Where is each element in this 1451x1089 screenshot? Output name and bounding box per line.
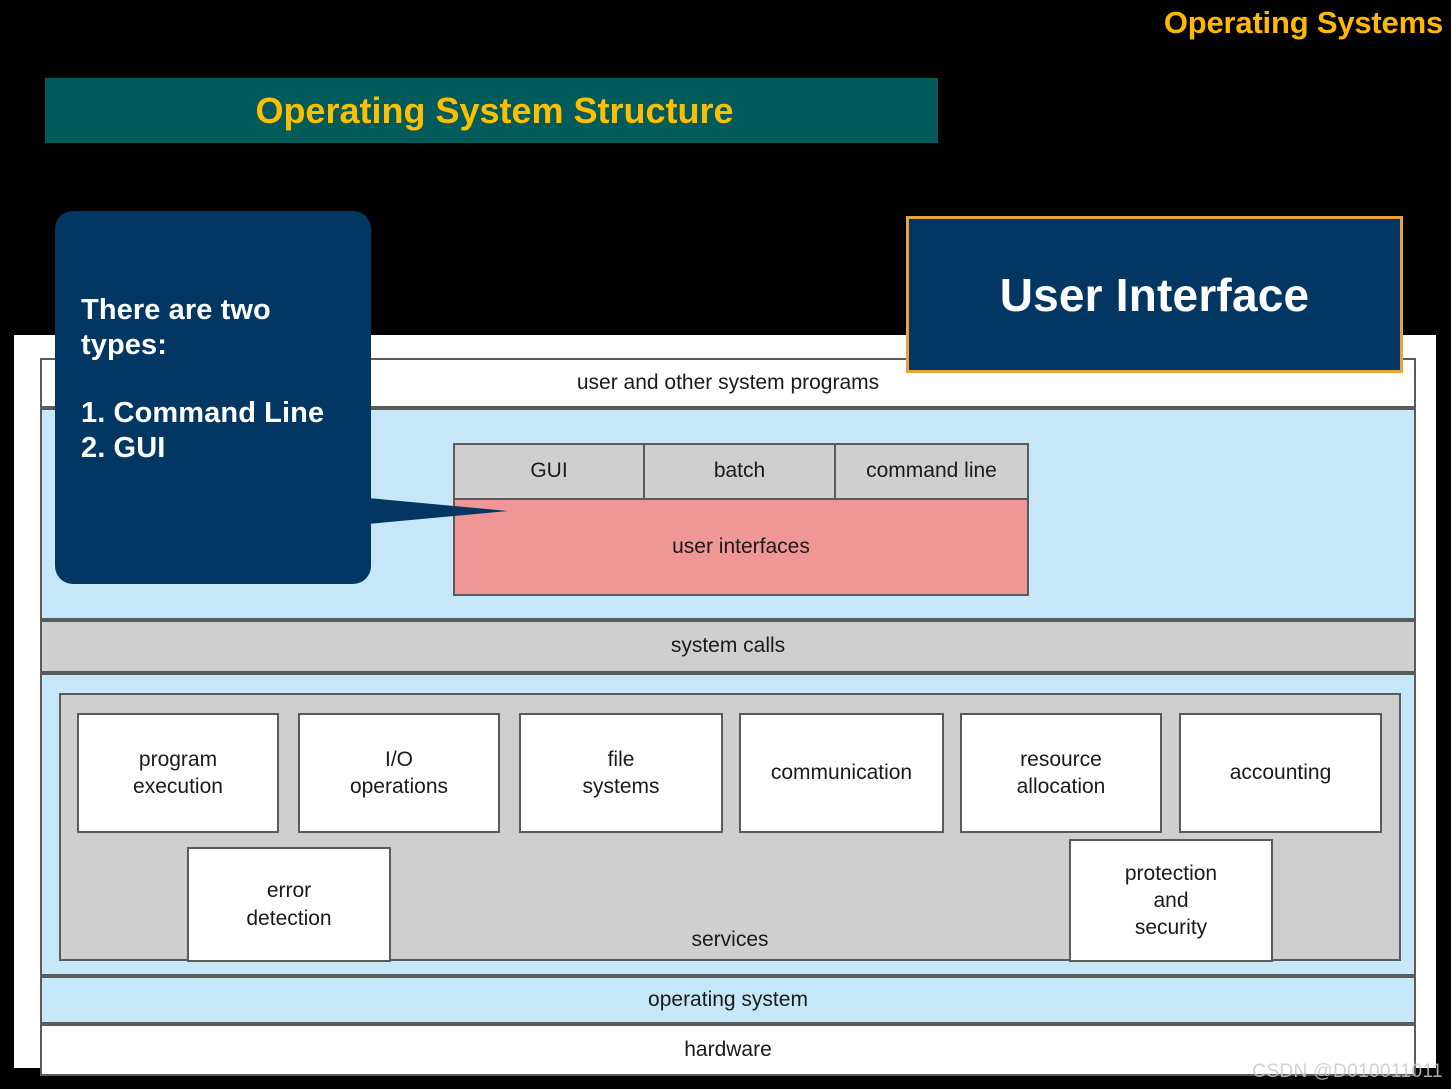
service-protection-and-security: protection and security xyxy=(1069,839,1273,962)
ui-mode-gui: GUI xyxy=(453,443,645,500)
service-communication: communication xyxy=(739,713,944,833)
service-label-line1: communication xyxy=(770,761,913,785)
service-label-line1: file xyxy=(607,747,635,771)
service-file-systems: file systems xyxy=(519,713,723,833)
layer-user-interface-area: GUI batch command line user interfaces xyxy=(40,408,1416,620)
callout-line-2: types: xyxy=(81,329,168,362)
callout-two-types: There are two types: 1. Command Line 2. … xyxy=(55,211,371,584)
ui-modes-cluster: GUI batch command line user interfaces xyxy=(453,443,1029,596)
service-label-line2: allocation xyxy=(1016,775,1106,798)
callout-pointer-icon xyxy=(368,498,508,524)
callout-line-4: 2. GUI xyxy=(81,432,166,465)
services-panel: program execution I/O operations file xyxy=(59,693,1401,962)
layer-hardware: hardware xyxy=(40,1024,1416,1076)
user-interfaces-box: user interfaces xyxy=(453,498,1029,596)
service-label-line2: systems xyxy=(582,775,660,798)
callout-spacer xyxy=(81,364,371,396)
ui-mode-batch: batch xyxy=(643,443,836,500)
service-label-line2: and xyxy=(1153,888,1189,912)
user-interface-label: User Interface xyxy=(999,268,1310,321)
ui-mode-command-line: command line xyxy=(834,443,1029,500)
services-panel-label: services xyxy=(691,928,769,951)
service-io-operations: I/O operations xyxy=(298,713,500,833)
os-structure-diagram: user and other system programs GUI batch… xyxy=(14,335,1436,1076)
service-label-line1: accounting xyxy=(1229,761,1332,785)
service-label-line1: program xyxy=(138,747,218,771)
service-resource-allocation: resource allocation xyxy=(960,713,1162,833)
slide-title-banner: Operating System Structure xyxy=(45,78,938,143)
service-label-line1: resource xyxy=(1020,747,1102,771)
service-label-line2: execution xyxy=(133,775,223,798)
user-interface-highlight-box: User Interface xyxy=(906,216,1403,373)
course-title: Operating Systems xyxy=(1163,5,1443,40)
service-program-execution: program execution xyxy=(77,713,279,833)
service-accounting: accounting xyxy=(1179,713,1382,833)
callout-line-3: 1. Command Line xyxy=(81,396,325,429)
slide-title-text: Operating System Structure xyxy=(255,89,734,131)
layer-system-calls: system calls xyxy=(40,620,1416,673)
service-label-line3: security xyxy=(1134,916,1208,940)
csdn-watermark: CSDN @D010011011 xyxy=(1252,1061,1443,1082)
service-label-line1: protection xyxy=(1124,861,1218,885)
service-label-line1: I/O xyxy=(384,747,413,771)
service-error-detection: error detection xyxy=(187,847,391,962)
service-label-line1: error xyxy=(266,879,312,903)
layer-operating-system: operating system xyxy=(40,976,1416,1024)
service-label-line2: detection xyxy=(246,906,332,930)
layer-services-area: program execution I/O operations file xyxy=(40,673,1416,976)
callout-line-1: There are two xyxy=(81,294,271,326)
service-label-line2: operations xyxy=(349,775,449,798)
